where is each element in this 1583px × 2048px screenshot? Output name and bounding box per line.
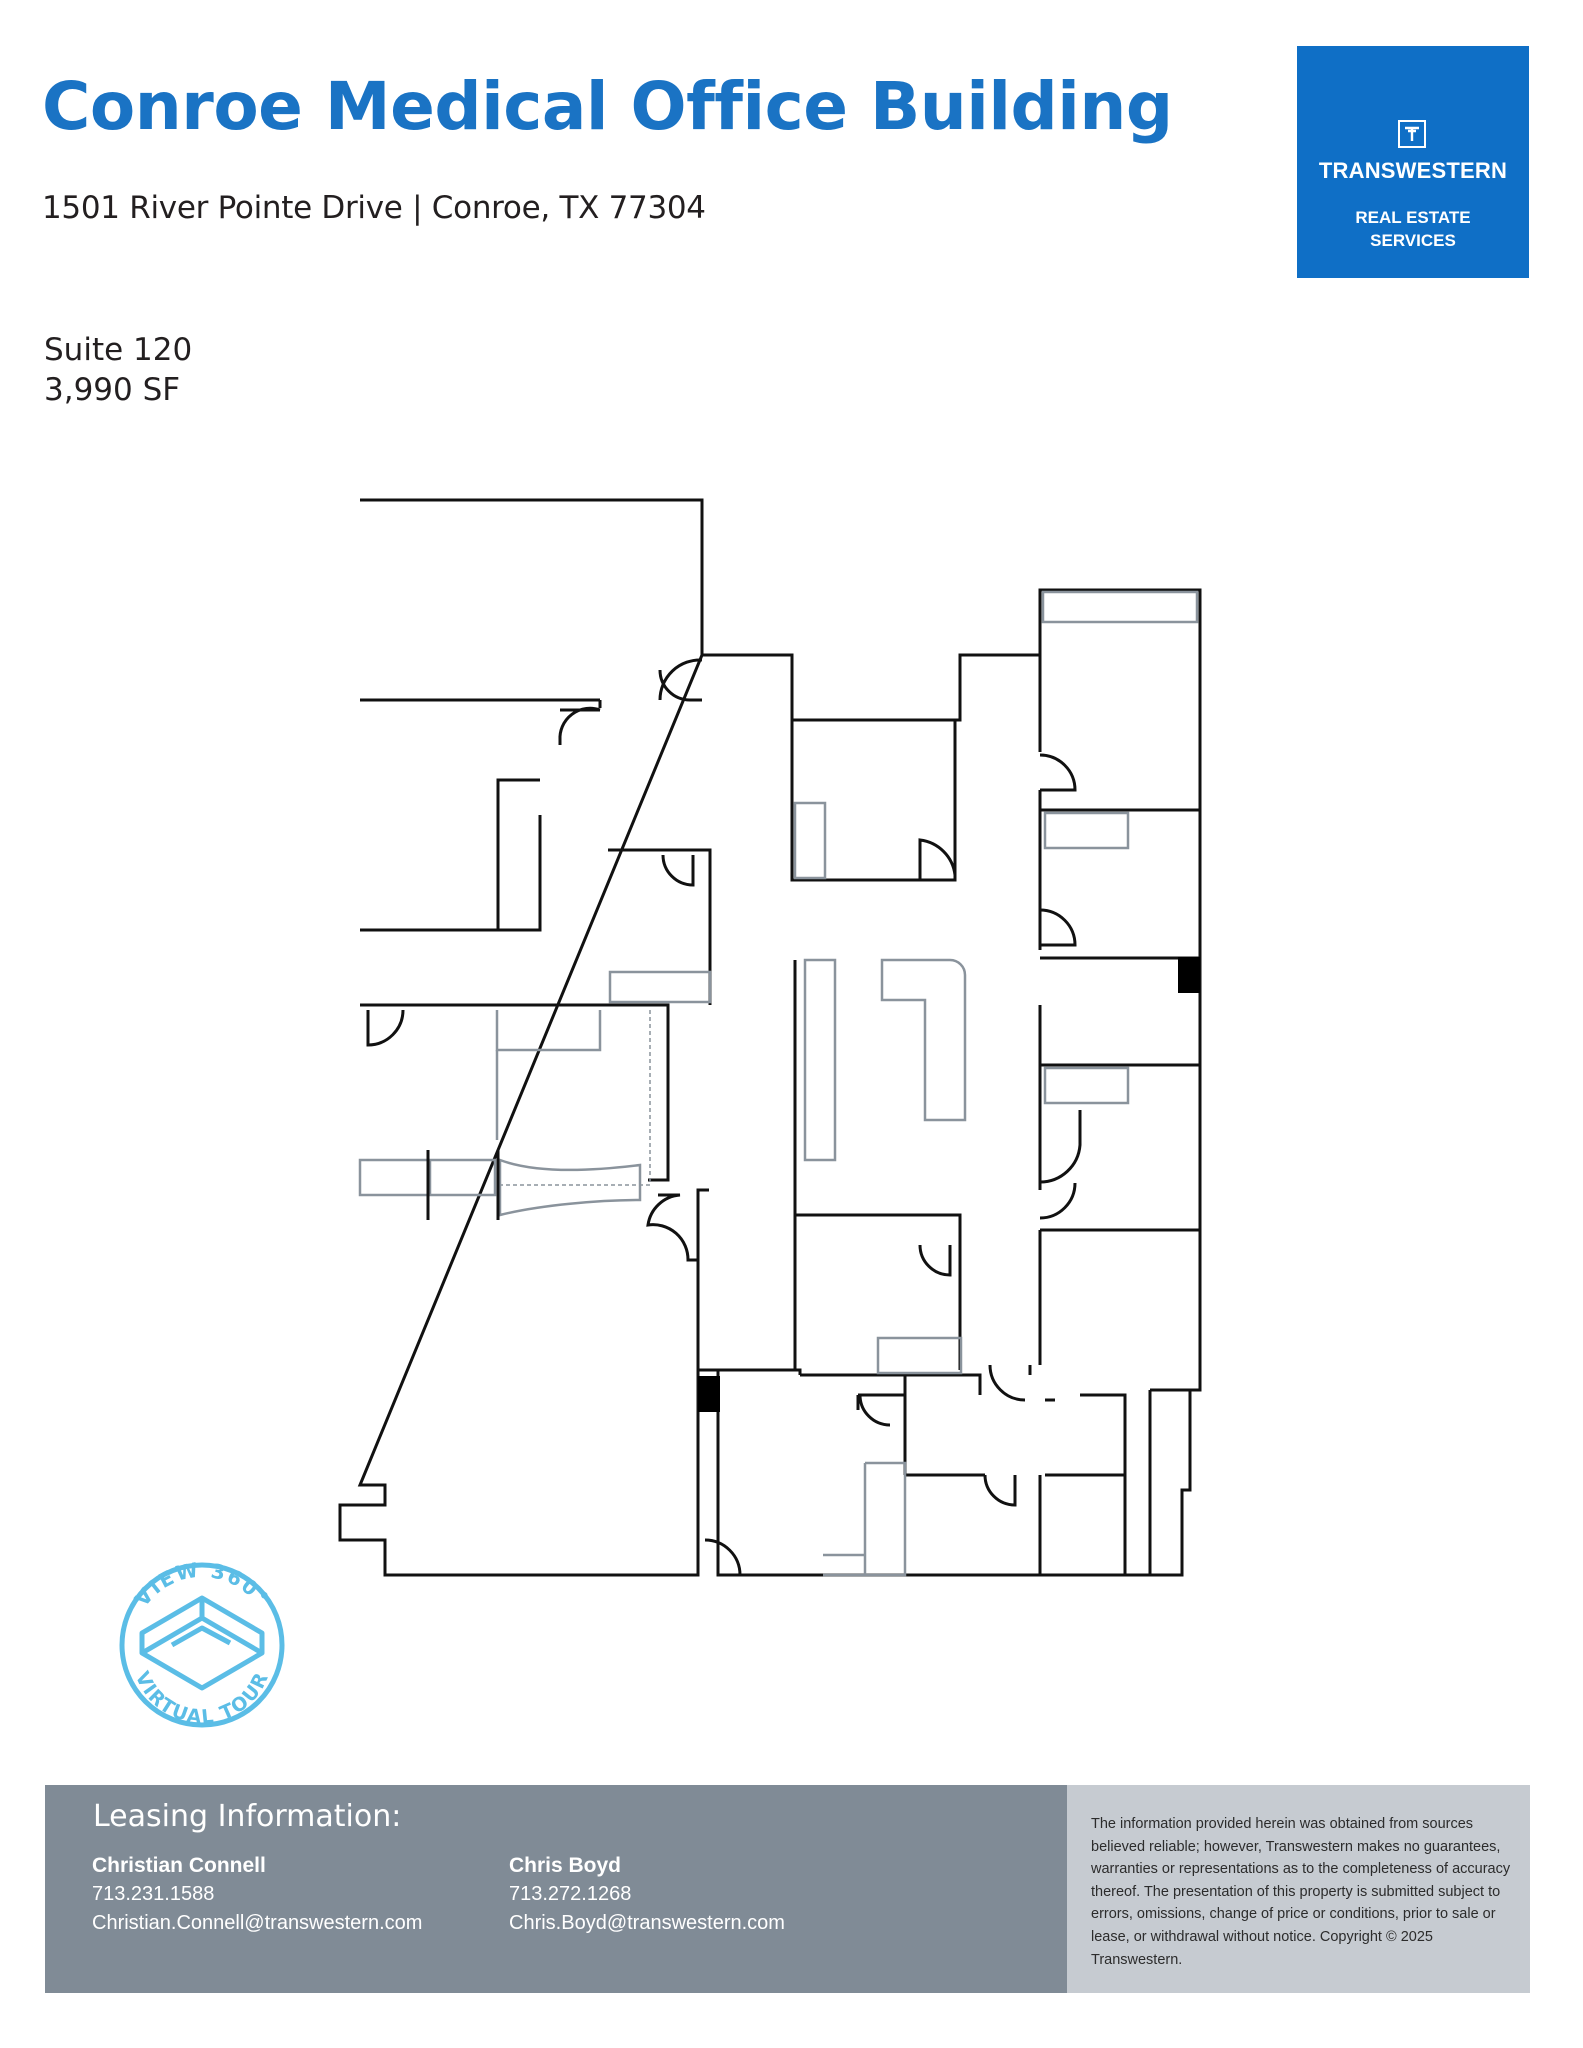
leasing-title: Leasing Information: — [93, 1799, 402, 1834]
suite-name: Suite 120 — [44, 332, 193, 368]
badge-bottom-text: VIRTUAL TOUR — [131, 1668, 272, 1728]
agent-card: Christian Connell 713.231.1588 Christian… — [92, 1851, 422, 1938]
floor-plan — [338, 498, 1202, 1577]
disclaimer-text: The information provided herein was obta… — [1091, 1816, 1511, 1968]
transwestern-t-icon — [1398, 120, 1426, 148]
logo-subtitle-line-1: REAL ESTATE — [1355, 208, 1471, 227]
logo-subtitle-line-2: SERVICES — [1370, 231, 1456, 250]
logo-name: TRANSWESTERN — [1318, 158, 1508, 183]
svg-text:VIRTUAL TOUR: VIRTUAL TOUR — [131, 1668, 274, 1728]
suite-info: Suite 120 3,990 SF — [44, 330, 192, 410]
disclaimer-panel: The information provided herein was obta… — [1067, 1785, 1530, 1993]
logo-subtitle: REAL ESTATE SERVICES — [1297, 206, 1529, 252]
page-title: Conroe Medical Office Building — [42, 68, 1173, 145]
agent-email[interactable]: Christian.Connell@transwestern.com — [92, 1912, 423, 1934]
agent-phone[interactable]: 713.272.1268 — [509, 1883, 632, 1905]
leasing-info-panel: Leasing Information: Christian Connell 7… — [45, 1785, 1067, 1993]
agent-name: Christian Connell — [92, 1854, 266, 1877]
property-address: 1501 River Pointe Drive | Conroe, TX 773… — [42, 190, 706, 226]
exterior-wall — [338, 498, 1202, 1577]
agent-card: Chris Boyd 713.272.1268 Chris.Boyd@trans… — [509, 1851, 785, 1938]
transwestern-logo[interactable]: TRANSWESTERN REAL ESTATE SERVICES — [1297, 46, 1529, 278]
suite-area: 3,990 SF — [44, 372, 181, 408]
agent-email[interactable]: Chris.Boyd@transwestern.com — [509, 1912, 785, 1934]
agent-name: Chris Boyd — [509, 1854, 622, 1877]
virtual-tour-badge[interactable]: VIEW 360° VIRTUAL TOUR — [112, 1553, 292, 1738]
virtual-tour-icon: VIEW 360° VIRTUAL TOUR — [119, 1557, 285, 1728]
agent-phone[interactable]: 713.231.1588 — [92, 1883, 215, 1905]
